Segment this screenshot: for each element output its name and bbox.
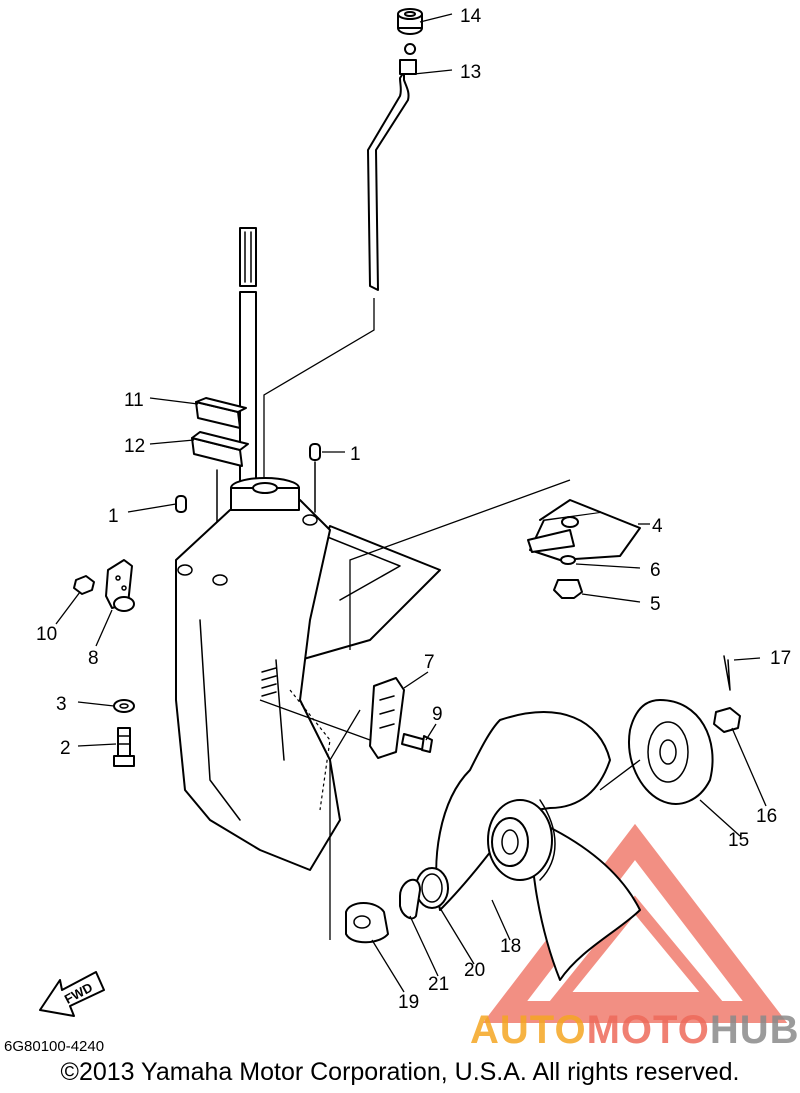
callout-labels: 14 13 11 12 1 1 4 6 5 10 8 3 2 7 9 17 16… xyxy=(36,6,791,1013)
callout-6: 6 xyxy=(650,560,661,581)
callout-20: 20 xyxy=(464,960,485,981)
callout-7: 7 xyxy=(424,652,435,673)
callout-3: 3 xyxy=(56,694,67,715)
upper-plates xyxy=(191,397,249,561)
thrust-washer-group xyxy=(329,709,449,944)
callout-17: 17 xyxy=(770,648,791,669)
leader-lines xyxy=(55,13,767,993)
shift-rod xyxy=(367,43,417,291)
callout-10: 10 xyxy=(36,624,57,645)
watermark-hub: HUB xyxy=(709,1008,800,1052)
trim-tab xyxy=(349,479,641,650)
callout-12: 12 xyxy=(124,436,145,457)
lower-case-housing xyxy=(175,477,441,871)
callout-18: 18 xyxy=(500,936,521,957)
spacer-and-nut xyxy=(599,655,741,805)
watermark-wordmark: AUTOMOTOHUB xyxy=(470,1008,800,1053)
rod-grommet xyxy=(397,8,423,35)
forward-direction-arrow: FWD xyxy=(39,971,105,1017)
callout-4: 4 xyxy=(652,516,663,537)
callout-2: 2 xyxy=(60,738,71,759)
watermark-auto: AUTO xyxy=(470,1008,587,1052)
watermark-moto: MOTO xyxy=(586,1008,710,1052)
side-anode-left xyxy=(73,559,135,612)
callout-8: 8 xyxy=(88,648,99,669)
callout-21: 21 xyxy=(428,974,449,995)
callout-9: 9 xyxy=(432,704,443,725)
copyright-notice: ©2013 Yamaha Motor Corporation, U.S.A. A… xyxy=(60,1058,740,1086)
callout-14: 14 xyxy=(460,6,482,27)
side-anode-right xyxy=(259,677,433,759)
washer-and-bolt xyxy=(113,699,135,767)
part-code: 6G80100-4240 xyxy=(4,1038,105,1055)
callout-15: 15 xyxy=(728,830,749,851)
callout-13: 13 xyxy=(460,62,481,83)
callout-5: 5 xyxy=(650,594,661,615)
callout-1-left: 1 xyxy=(108,506,119,527)
drive-shaft xyxy=(239,227,257,483)
callout-19: 19 xyxy=(398,992,419,1013)
callout-16: 16 xyxy=(756,806,777,827)
callout-1-right: 1 xyxy=(350,444,361,465)
callout-11: 11 xyxy=(124,390,144,411)
dowel-pins xyxy=(175,443,321,513)
propeller xyxy=(435,711,641,981)
